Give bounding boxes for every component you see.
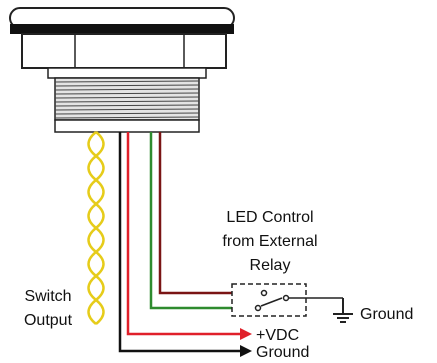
ground-bottom-label: Ground — [256, 344, 309, 361]
green-wire — [149, 132, 258, 310]
red-wire — [126, 132, 252, 340]
mounting-nut — [21, 33, 227, 69]
switch-output-wires — [87, 131, 105, 325]
vdc-label: +VDC — [256, 327, 299, 344]
switch-output-label-line1: Switch — [24, 288, 71, 305]
relay-switch-blade — [260, 297, 283, 307]
black-wire — [118, 132, 252, 357]
led-control-label-line3: Relay — [250, 257, 291, 274]
button-band — [10, 24, 234, 34]
switch-output-label-line2: Output — [24, 312, 73, 329]
brown-wire — [158, 132, 264, 295]
housing-neck — [47, 67, 207, 79]
external-relay — [231, 283, 343, 317]
housing-base — [54, 119, 200, 133]
relay-box — [231, 283, 307, 317]
switch-housing — [9, 7, 235, 133]
arrow-head — [240, 345, 252, 357]
led-control-label-line2: from External — [222, 233, 317, 250]
arrow-head — [240, 328, 252, 340]
ground-right-label: Ground — [360, 306, 413, 323]
led-control-label-line1: LED Control — [226, 209, 313, 226]
ground-symbol — [333, 298, 353, 323]
